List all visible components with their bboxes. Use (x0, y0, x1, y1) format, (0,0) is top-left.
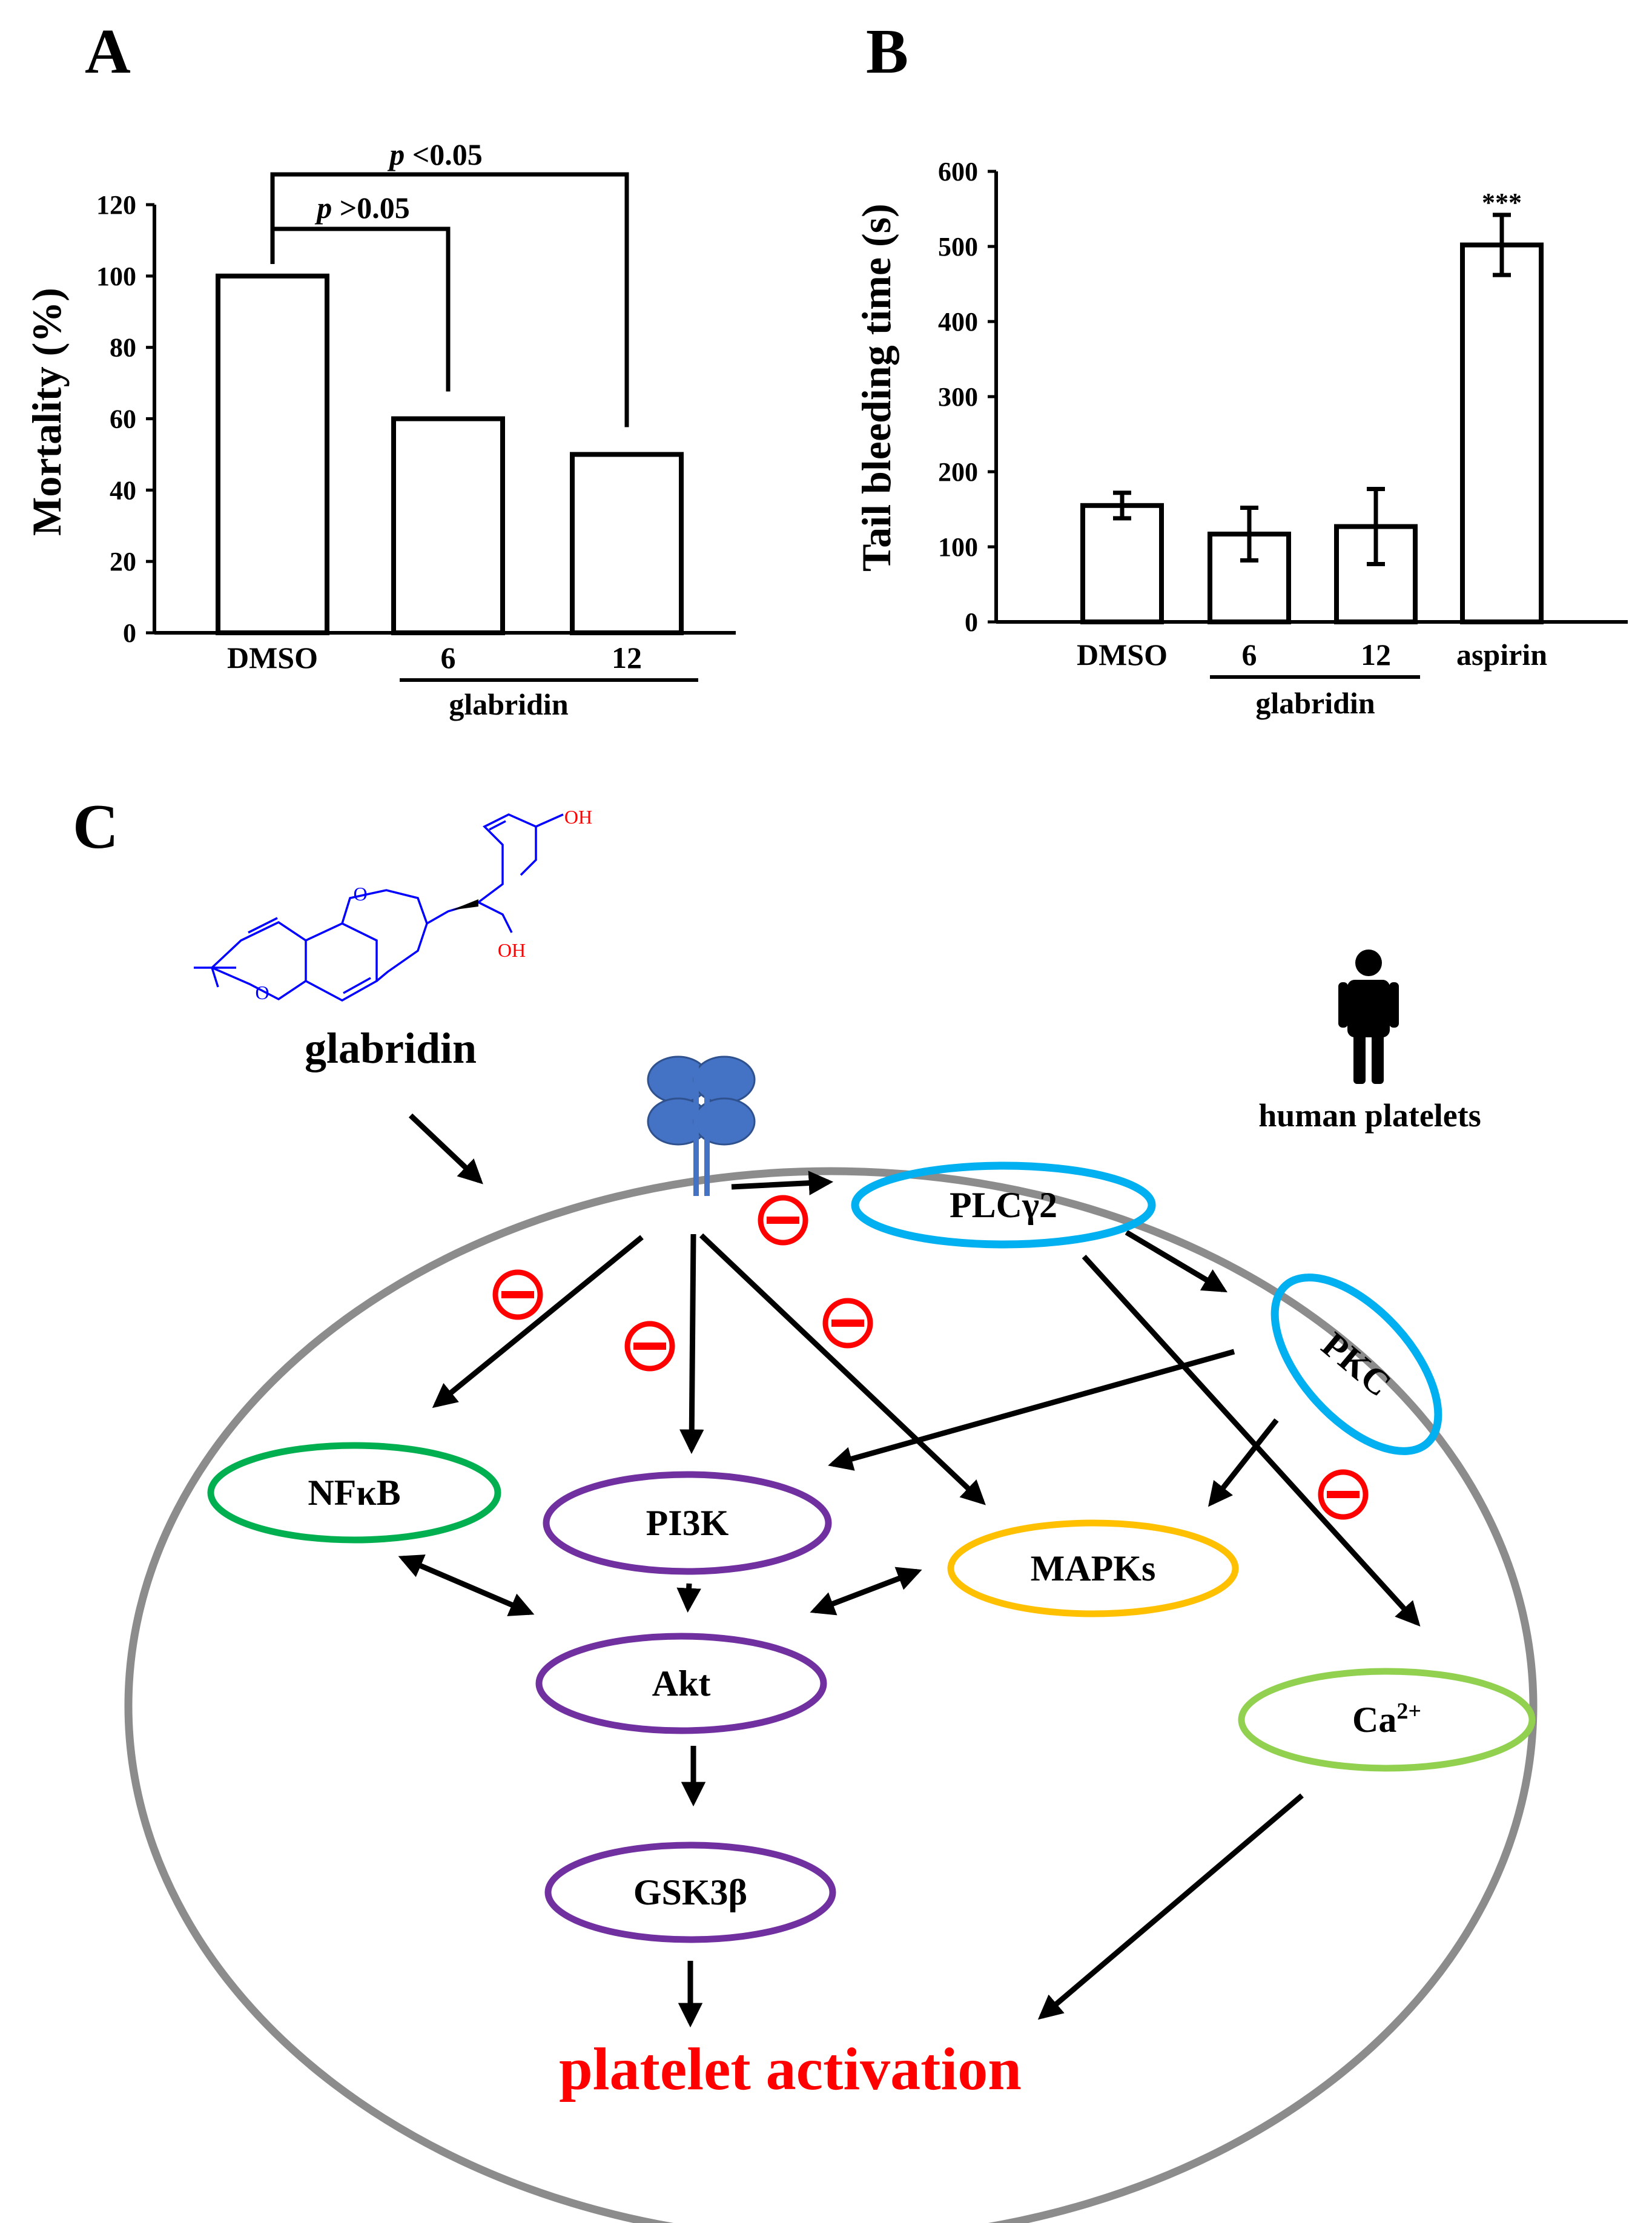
arrow-mapks-akt (810, 1567, 922, 1616)
inhibit-icon-pi3k (624, 1321, 675, 1372)
outcome-label: platelet activation (559, 2035, 1022, 2102)
chart-a-annotation-1: p >0.05 (314, 191, 410, 225)
chart-a-tick-label: 0 (123, 618, 136, 648)
panel-label-b: B (866, 16, 908, 87)
chart-b-category-label: 12 (1361, 638, 1391, 672)
chart-a-category-label: DMSO (227, 641, 318, 675)
chart-b-tick-label: 400 (938, 307, 978, 337)
chart-a-annotation-2-text: <0.05 (405, 137, 483, 171)
chart-b-tick-label: 200 (938, 457, 978, 487)
chart-a-tick-label: 60 (110, 405, 136, 434)
chart-b-tick-label: 500 (938, 232, 978, 262)
chart-a-significance-bracket (270, 172, 629, 428)
pkc-node-outline (1270, 1273, 1442, 1455)
pi3k-node-label: PI3K (646, 1503, 729, 1543)
arrow-receptor-to-mapks (699, 1233, 986, 1505)
chart-a-annotation-2-p: p (387, 137, 405, 171)
inhibit-icon-calcium (1318, 1469, 1369, 1520)
panel-label-c: C (73, 791, 119, 862)
chart-a-tick-label: 80 (110, 333, 136, 363)
arrow-glabridin-to-cell (408, 1113, 483, 1184)
pi3k-node-outline (543, 1471, 832, 1575)
chart-a-tick-label: 100 (96, 262, 136, 291)
chart-b: Tail bleeding time (s) glabridin 0 100 200… (853, 157, 1628, 720)
chart-a-tick-label: 120 (96, 190, 136, 220)
chart-a-annotation-1-p: p (314, 191, 332, 225)
glabridin-structure-icon (194, 813, 564, 1002)
chart-b-category-label: DMSO (1077, 638, 1168, 672)
chart-a: Mortality (%) p <0.05 p >0.05 glabridin … (24, 137, 736, 721)
pkc-node-label: PKC (1314, 1324, 1398, 1404)
arrow-pkc-to-mapks (1208, 1418, 1279, 1507)
chart-b-group-label: glabridin (1255, 686, 1375, 720)
ring-oxygen-label-2: O (255, 982, 269, 1003)
akt-node-outline (535, 1633, 827, 1734)
arrow-plc-to-pkc (1125, 1230, 1227, 1293)
calcium-node-outline (1238, 1668, 1536, 1772)
chart-a-annotation-2: p <0.05 (387, 137, 483, 171)
chart-a-bar (391, 416, 505, 635)
mapks-node-outline (947, 1519, 1239, 1617)
chart-b-tick-label: 0 (965, 607, 978, 637)
arrow-plc-to-calcium (1082, 1254, 1421, 1627)
receptor-icon (647, 1055, 756, 1196)
signaling-diagram: O O OH OH glabridin human platelets (124, 806, 1538, 2223)
chart-b-bar (1080, 503, 1164, 624)
calcium-base: Ca (1352, 1700, 1396, 1740)
inhibit-icon-mapks (822, 1298, 873, 1349)
inhibit-icon-plc (758, 1195, 808, 1246)
arrow-nfkb-akt (398, 1554, 535, 1616)
arrow-pkc-to-pi3k (828, 1349, 1235, 1471)
gsk-node-label: GSK3β (633, 1872, 747, 1912)
human-icon (1338, 950, 1399, 1084)
inhibit-icon-nfkb (492, 1269, 543, 1320)
nfkb-node-outline (207, 1442, 501, 1544)
arrow-calcium-to-activation (1037, 1793, 1304, 2020)
oh-label-2: OH (498, 939, 526, 961)
chart-b-bar (1460, 242, 1544, 624)
arrow-receptor-to-pi3k (679, 1234, 704, 1455)
chart-b-tick-label: 600 (938, 157, 978, 187)
ring-oxygen-label-1: O (353, 883, 367, 905)
stereo-wedge-icon (451, 899, 478, 910)
akt-node-label: Akt (652, 1663, 711, 1703)
chart-b-category-label: 6 (1242, 638, 1257, 672)
chart-b-tick-label: 100 (938, 532, 978, 562)
arrow-receptor-to-plc (731, 1171, 834, 1195)
arrow-pi3k-to-akt (676, 1583, 701, 1613)
plc-node-label: PLCγ2 (950, 1185, 1057, 1225)
gsk-node-outline (544, 1841, 836, 1943)
panel-label-a: A (85, 16, 131, 87)
chart-a-category-label: 12 (612, 641, 642, 675)
chart-a-tick-label: 20 (110, 547, 136, 576)
human-platelets-label: human platelets (1258, 1097, 1481, 1134)
chart-b-tick-label: 300 (938, 382, 978, 412)
chart-a-tick-label: 40 (110, 475, 136, 505)
chart-b-ylabel: Tail bleeding time (s) (853, 203, 899, 572)
compound-label: glabridin (305, 1024, 477, 1072)
chart-b-category-label: aspirin (1456, 638, 1547, 672)
chart-b-significance-label: *** (1482, 188, 1522, 217)
mapks-node-label: MAPKs (1031, 1548, 1156, 1588)
chart-a-bar (216, 273, 329, 636)
nfkb-node-label: NFκB (308, 1473, 400, 1513)
chart-a-group-label: glabridin (449, 687, 568, 721)
calcium-node-label: Ca2+ (1352, 1699, 1421, 1740)
chart-a-category-label: 6 (441, 641, 456, 675)
calcium-superscript: 2+ (1396, 1699, 1421, 1724)
chart-a-ylabel: Mortality (%) (24, 288, 70, 536)
chart-a-bar (570, 452, 684, 636)
oh-label-1: OH (564, 806, 592, 828)
chart-a-annotation-1-text: >0.05 (332, 191, 410, 225)
plc-node-outline (851, 1161, 1156, 1249)
arrow-receptor-to-nfkb (432, 1235, 644, 1409)
